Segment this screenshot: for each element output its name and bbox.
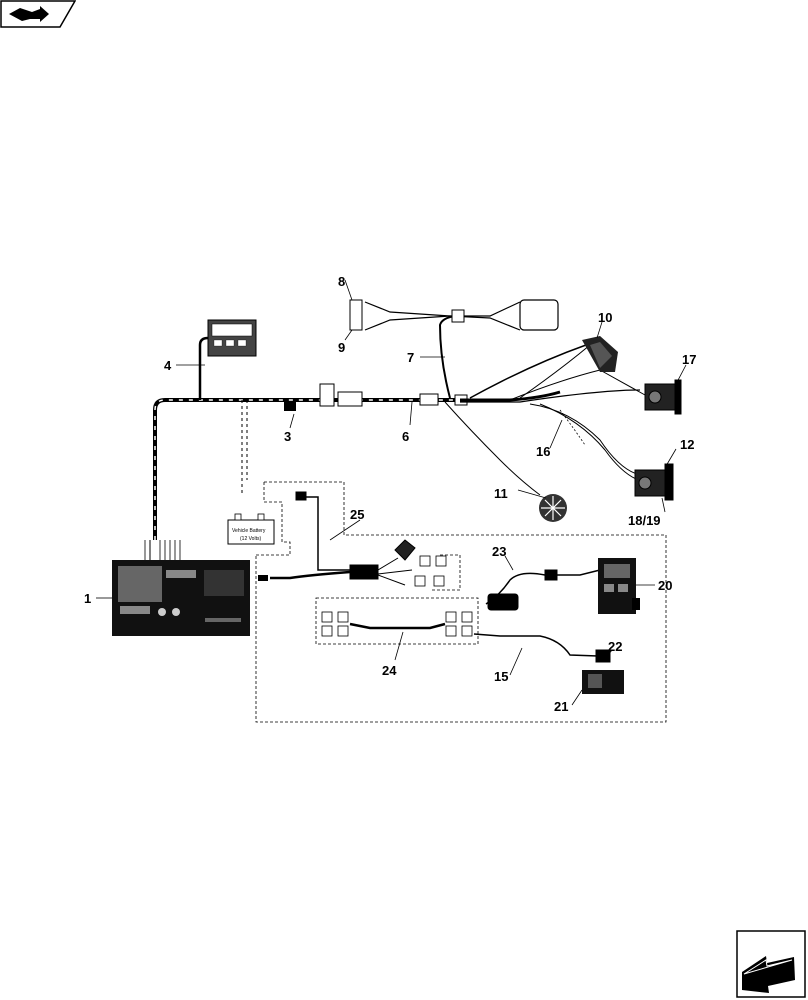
next-page-arrow-icon[interactable] bbox=[736, 930, 806, 998]
callout-4: 4 bbox=[164, 358, 172, 373]
component-17 bbox=[644, 379, 682, 415]
component-4 bbox=[207, 319, 257, 357]
component-20 bbox=[598, 558, 640, 614]
component-10 bbox=[582, 336, 618, 372]
callout-12: 12 bbox=[680, 437, 694, 452]
component-21 bbox=[582, 670, 624, 694]
callout-11: 11 bbox=[494, 486, 508, 501]
callout-17: 17 bbox=[682, 352, 696, 367]
callout-25: 25 bbox=[350, 507, 364, 522]
callout-15: 15 bbox=[494, 669, 508, 684]
callout-16: 16 bbox=[536, 444, 550, 459]
cable-25 bbox=[270, 491, 447, 587]
cable-15 bbox=[473, 633, 611, 663]
cable-23 bbox=[485, 569, 601, 611]
component-11 bbox=[539, 494, 567, 522]
battery-label-1: Vehicle Battery bbox=[232, 528, 266, 534]
callout-21: 21 bbox=[554, 699, 568, 714]
callout-8: 8 bbox=[338, 274, 345, 289]
book-arrow-icon[interactable] bbox=[0, 0, 76, 28]
callout-9: 9 bbox=[338, 340, 345, 355]
dashed-boundary bbox=[255, 481, 667, 723]
main-harness bbox=[144, 299, 646, 560]
cable-24 bbox=[321, 611, 473, 637]
callout-18-19: 18/19 bbox=[628, 513, 661, 528]
callout-10: 10 bbox=[598, 310, 612, 325]
component-12 bbox=[634, 463, 674, 501]
callout-23: 23 bbox=[492, 544, 506, 559]
callout-20: 20 bbox=[658, 578, 672, 593]
callout-7: 7 bbox=[407, 350, 414, 365]
callout-3: 3 bbox=[284, 429, 291, 444]
callout-22: 22 bbox=[608, 639, 622, 654]
battery-label-2: (12 Volts) bbox=[240, 536, 261, 542]
component-1 bbox=[112, 560, 268, 636]
callout-1: 1 bbox=[84, 591, 91, 606]
component-3 bbox=[284, 402, 296, 411]
callout-6: 6 bbox=[402, 429, 409, 444]
callout-24: 24 bbox=[382, 663, 397, 678]
leader-lines bbox=[96, 279, 687, 706]
battery bbox=[227, 513, 275, 545]
